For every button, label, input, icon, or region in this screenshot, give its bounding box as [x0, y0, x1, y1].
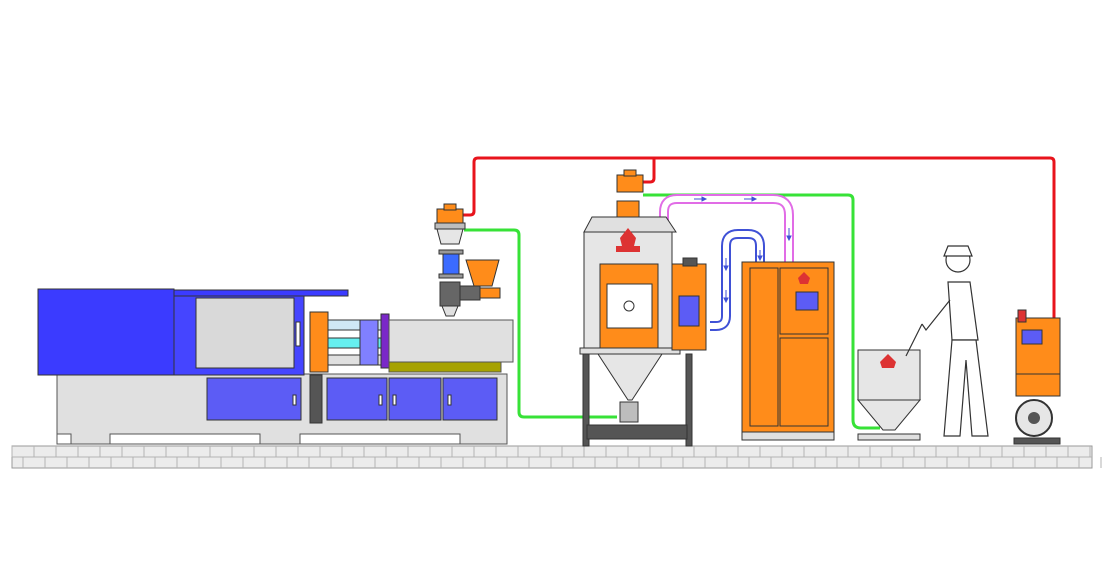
operator: [906, 246, 988, 436]
dosing-unit: [460, 260, 500, 300]
dehumidifying-dryer: [742, 262, 834, 440]
injection-molding-machine: [38, 289, 513, 444]
vacuum-pump-unit: [1014, 310, 1060, 444]
drying-hopper: [580, 170, 706, 446]
floor: [12, 446, 1101, 468]
